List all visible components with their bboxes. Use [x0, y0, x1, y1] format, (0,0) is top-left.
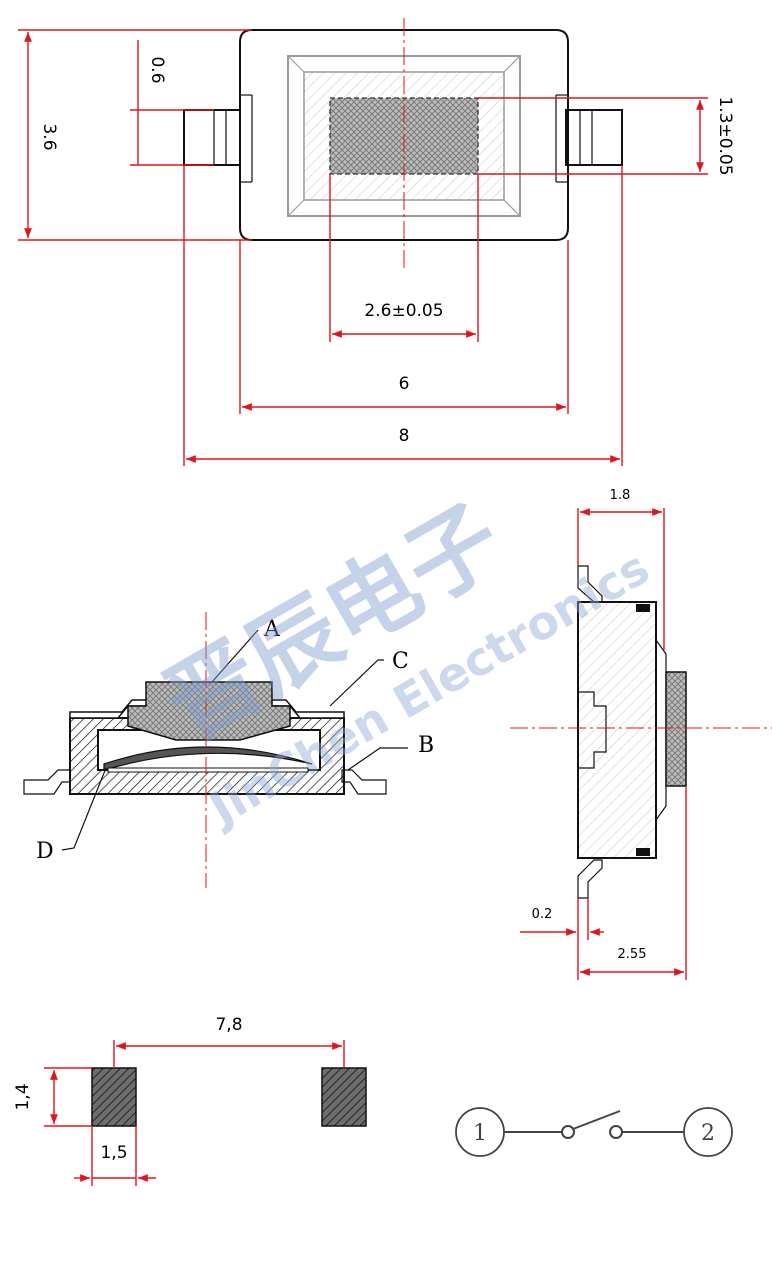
dim-side-1-8: 1.8 — [610, 488, 631, 503]
dim-side-2-55: 2.55 — [618, 947, 647, 962]
actuator-a — [127, 681, 291, 741]
dim-pad-pitch: 7,8 — [215, 1015, 242, 1035]
callout-a: A — [263, 617, 281, 642]
right-lead — [341, 769, 387, 795]
switch-schematic: 1 2 — [455, 1107, 733, 1157]
dim-side-0-2: 0.2 — [532, 907, 553, 922]
side-lower-lead — [577, 859, 603, 899]
right-terminal-tab — [565, 109, 623, 166]
callout-c: C — [392, 649, 409, 674]
dim-actuator-height: 1.3±0.05 — [715, 96, 735, 175]
section-view: A C B D — [23, 612, 434, 888]
dim-pad-height: 1,4 — [13, 1083, 33, 1110]
callout-d: D — [36, 839, 54, 864]
terminal-2-label: 2 — [701, 1121, 715, 1146]
terminal-2-circle — [683, 1107, 733, 1157]
side-upper-lead — [577, 565, 603, 603]
left-terminal-tab — [183, 109, 241, 166]
dim-actuator-width: 2.6±0.05 — [364, 301, 443, 321]
dim-body-width: 6 — [399, 374, 410, 394]
dim-overall-width: 8 — [399, 426, 410, 446]
side-actuator — [665, 671, 687, 787]
top-view: 3.6 0.6 1.3±0.05 2.6±0.05 6 8 — [18, 18, 735, 466]
terminal-1-label: 1 — [473, 1121, 487, 1146]
pad-layout: 7,8 1,4 1,5 — [13, 1015, 367, 1186]
dim-pad-width: 1,5 — [100, 1143, 127, 1163]
dim-height-3-6: 3.6 — [39, 123, 59, 150]
pad-right — [321, 1067, 367, 1127]
dome-d — [103, 746, 313, 771]
pad-left — [91, 1067, 137, 1127]
left-lead — [23, 769, 71, 795]
side-body — [577, 601, 657, 859]
dim-tab-height-0-6: 0.6 — [147, 56, 167, 83]
switch-body-outline — [239, 29, 569, 241]
callout-b: B — [418, 733, 434, 758]
side-view: 1.8 0.2 2.55 — [510, 488, 772, 980]
